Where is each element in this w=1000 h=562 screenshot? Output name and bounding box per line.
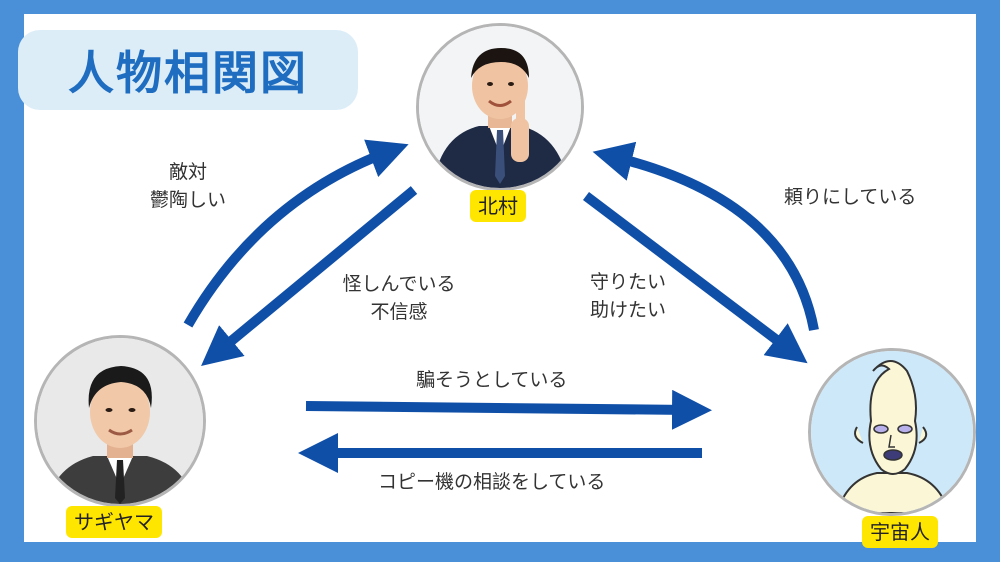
label-line: 助けたい	[589, 299, 666, 321]
businessman-smiling-photo-icon	[37, 338, 203, 504]
arrow-sagiyama-to-kitamura	[183, 139, 409, 328]
diagram-title: 人物相関図	[68, 46, 308, 100]
label-alien-to-sagiyama: コピー機の相談をしている	[378, 468, 605, 496]
label-line: 怪しんでいる	[342, 273, 456, 295]
label-line: 守りたい	[589, 271, 666, 293]
arrow-kitamura-to-alien	[582, 192, 808, 364]
arrow-alien-to-kitamura	[592, 141, 819, 331]
arrow-kitamura-to-sagiyama	[201, 186, 418, 367]
label-kitamura-to-alien: 守りたい 助けたい	[578, 268, 678, 324]
businessman-pointing-photo-icon	[419, 26, 581, 188]
label-line: 敵対	[168, 161, 207, 183]
kitamura-name-tag: 北村	[470, 190, 526, 222]
label-line: コピー機の相談をしている	[378, 471, 606, 493]
label-line: 不信感	[370, 301, 428, 323]
label-line: 頼りにしている	[784, 186, 917, 208]
label-sagiyama-to-alien: 騙そうとしている	[416, 366, 567, 394]
arrow-sagiyama-to-alien	[305, 389, 712, 430]
label-line: 鬱陶しい	[149, 189, 226, 211]
alien-avatar	[808, 348, 976, 516]
label-alien-to-kitamura: 頼りにしている	[784, 183, 916, 211]
alien-illustration-icon	[811, 351, 973, 513]
alien-name-tag: 宇宙人	[862, 516, 938, 548]
kitamura-avatar	[416, 23, 584, 191]
title-box: 人物相関図	[18, 30, 358, 110]
label-sagiyama-to-kitamura: 敵対 鬱陶しい	[142, 158, 234, 214]
sagiyama-name-tag: サギヤマ	[66, 506, 162, 538]
sagiyama-avatar	[34, 335, 206, 507]
label-kitamura-to-sagiyama: 怪しんでいる 不信感	[332, 270, 466, 326]
label-line: 騙そうとしている	[416, 369, 568, 391]
